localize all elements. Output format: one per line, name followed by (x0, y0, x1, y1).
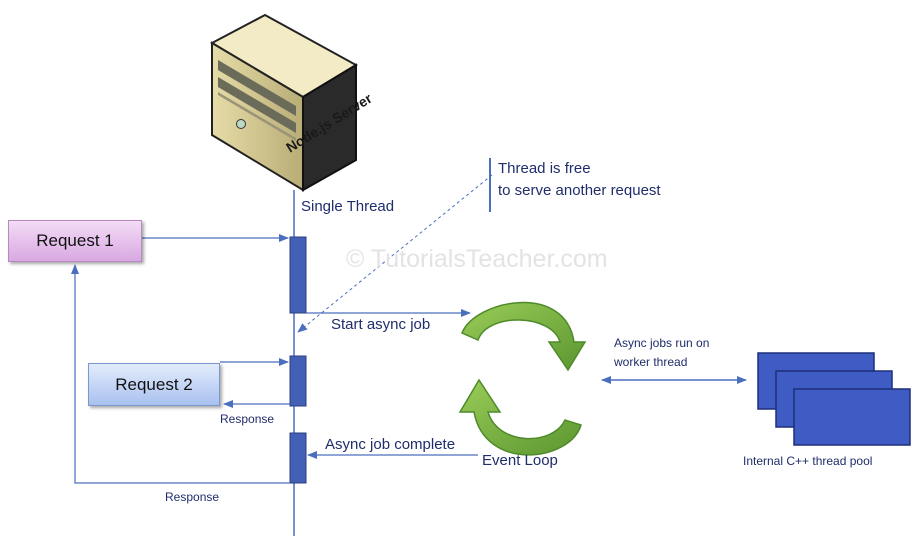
worker-line2: worker thread (614, 355, 688, 369)
start-async-label: Start async job (331, 316, 431, 333)
thread-block-2 (289, 355, 307, 407)
thread-pool-label: Internal C++ thread pool (743, 454, 873, 468)
thread-block-1 (289, 236, 307, 314)
thread-pool-icon (757, 352, 911, 446)
request-2-box: Request 2 (88, 363, 220, 406)
event-loop-icon (458, 301, 587, 456)
watermark: © TutorialsTeacher.com (346, 245, 608, 273)
async-complete-label: Async job complete (325, 436, 456, 453)
worker-line1: Async jobs run on (614, 336, 710, 350)
request-1-label: Request 1 (36, 231, 114, 250)
server-icon (209, 13, 359, 192)
response-long-arrow (71, 264, 290, 484)
response-long-label: Response (165, 490, 220, 504)
thread-free-line1: Thread is free (498, 160, 591, 177)
request-1-box: Request 1 (8, 220, 142, 262)
single-thread-label: Single Thread (301, 198, 395, 215)
request-2-label: Request 2 (115, 374, 193, 394)
event-loop-label: Event Loop (482, 452, 558, 469)
thread-block-3 (289, 432, 307, 484)
response-short-label: Response (220, 412, 275, 426)
thread-free-line2: to serve another request (498, 182, 661, 199)
